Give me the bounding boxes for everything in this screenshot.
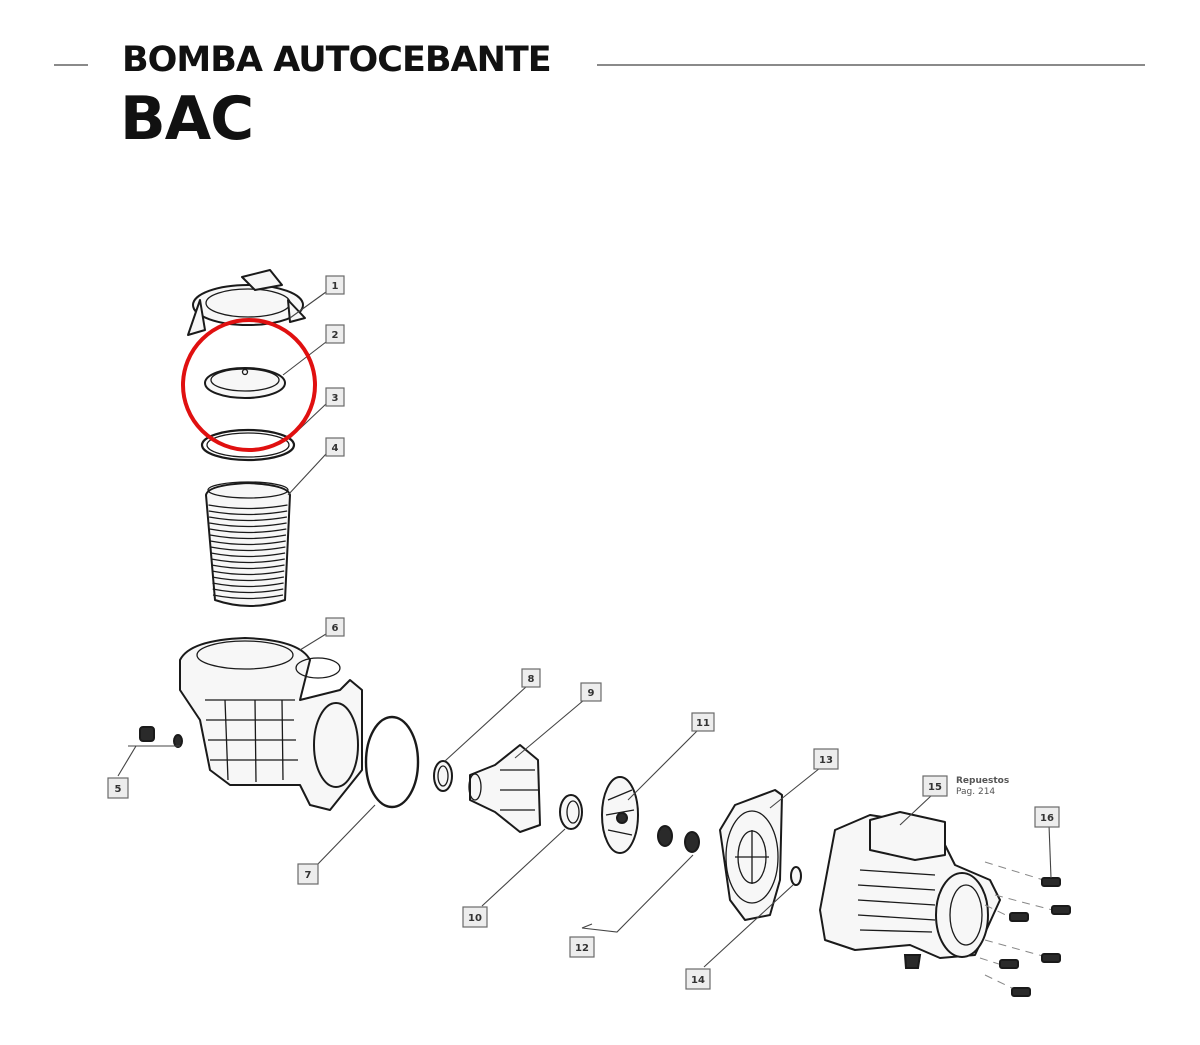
callout-number: 7 <box>305 870 312 881</box>
callout-number: 1 <box>332 281 339 292</box>
part-8-ring <box>433 760 453 792</box>
callout-number: 14 <box>691 975 705 986</box>
part-10-seal-ring <box>559 794 583 830</box>
basket-rib <box>211 558 285 564</box>
callout-16: 16 <box>1034 806 1060 828</box>
basket-rib <box>210 540 286 546</box>
basket-rib <box>209 528 287 534</box>
part-14-washer <box>790 866 802 886</box>
callout-11: 11 <box>691 712 715 732</box>
callout-number: 13 <box>819 755 833 766</box>
callout-number: 5 <box>115 784 122 795</box>
part-15-motor <box>819 811 1001 969</box>
basket-rib <box>208 516 288 522</box>
header-rule-left <box>54 64 88 66</box>
title-line1: BOMBA AUTOCEBANTE <box>122 40 552 80</box>
callout-number: 3 <box>332 393 339 404</box>
basket-rib <box>208 504 288 510</box>
leader-lines <box>117 291 1052 968</box>
callout-5: 5 <box>107 777 129 799</box>
callout-8: 8 <box>521 668 541 688</box>
callout-3: 3 <box>325 387 345 407</box>
callout-number: 4 <box>332 443 339 454</box>
callout-number: 6 <box>332 623 339 634</box>
basket-rib <box>210 552 286 558</box>
basket-rib <box>210 546 286 552</box>
callout-7: 7 <box>297 863 319 885</box>
part-3-oring <box>200 428 296 462</box>
basket-rib <box>211 576 285 582</box>
part-16-bolts <box>979 861 1071 997</box>
basket-ribs <box>208 504 288 600</box>
part-6-pump-body <box>179 637 363 811</box>
part-4-strainer-basket <box>205 481 291 607</box>
part-9-diffuser <box>468 744 541 833</box>
callout-1: 1 <box>325 275 345 295</box>
callout-number: 12 <box>575 943 589 954</box>
part-13-seal-plate <box>719 789 783 921</box>
basket-rib <box>212 588 284 594</box>
title-line2: BAC <box>120 84 254 154</box>
basket-rib <box>209 522 287 528</box>
callout-6: 6 <box>325 617 345 637</box>
callout-14: 14 <box>685 968 711 990</box>
basket-rib <box>211 570 285 576</box>
highlight-circle <box>181 318 317 452</box>
callout-10: 10 <box>462 906 488 928</box>
part-7-oring <box>364 715 420 809</box>
callout-13: 13 <box>813 748 839 770</box>
callout-number: 2 <box>332 330 339 341</box>
spares-note-page: Pag. 214 <box>956 787 995 797</box>
callout-2: 2 <box>325 324 345 344</box>
callout-4: 4 <box>325 437 345 457</box>
part-5-drain-plugs <box>139 726 183 748</box>
callout-9: 9 <box>580 682 602 702</box>
callout-number: 11 <box>696 718 710 729</box>
callout-number: 10 <box>468 913 482 924</box>
callout-number: 16 <box>1040 813 1054 824</box>
basket-rib <box>209 534 287 540</box>
part-2-lid <box>204 367 286 399</box>
part-11-impeller <box>601 776 639 854</box>
part-1-lid-ring <box>187 269 306 336</box>
basket-rib <box>212 594 284 600</box>
spares-note-title: Repuestos <box>956 776 1009 786</box>
basket-rib <box>212 582 284 588</box>
callout-number: 8 <box>528 674 535 685</box>
basket-rib <box>208 510 288 516</box>
header-rule-right <box>597 64 1145 66</box>
callout-12: 12 <box>569 936 595 958</box>
basket-rib <box>211 564 285 570</box>
callout-15: 15 <box>922 775 948 797</box>
part-12-mechanical-seal <box>657 825 700 853</box>
callout-number: 9 <box>588 688 595 699</box>
callout-number: 15 <box>928 782 942 793</box>
